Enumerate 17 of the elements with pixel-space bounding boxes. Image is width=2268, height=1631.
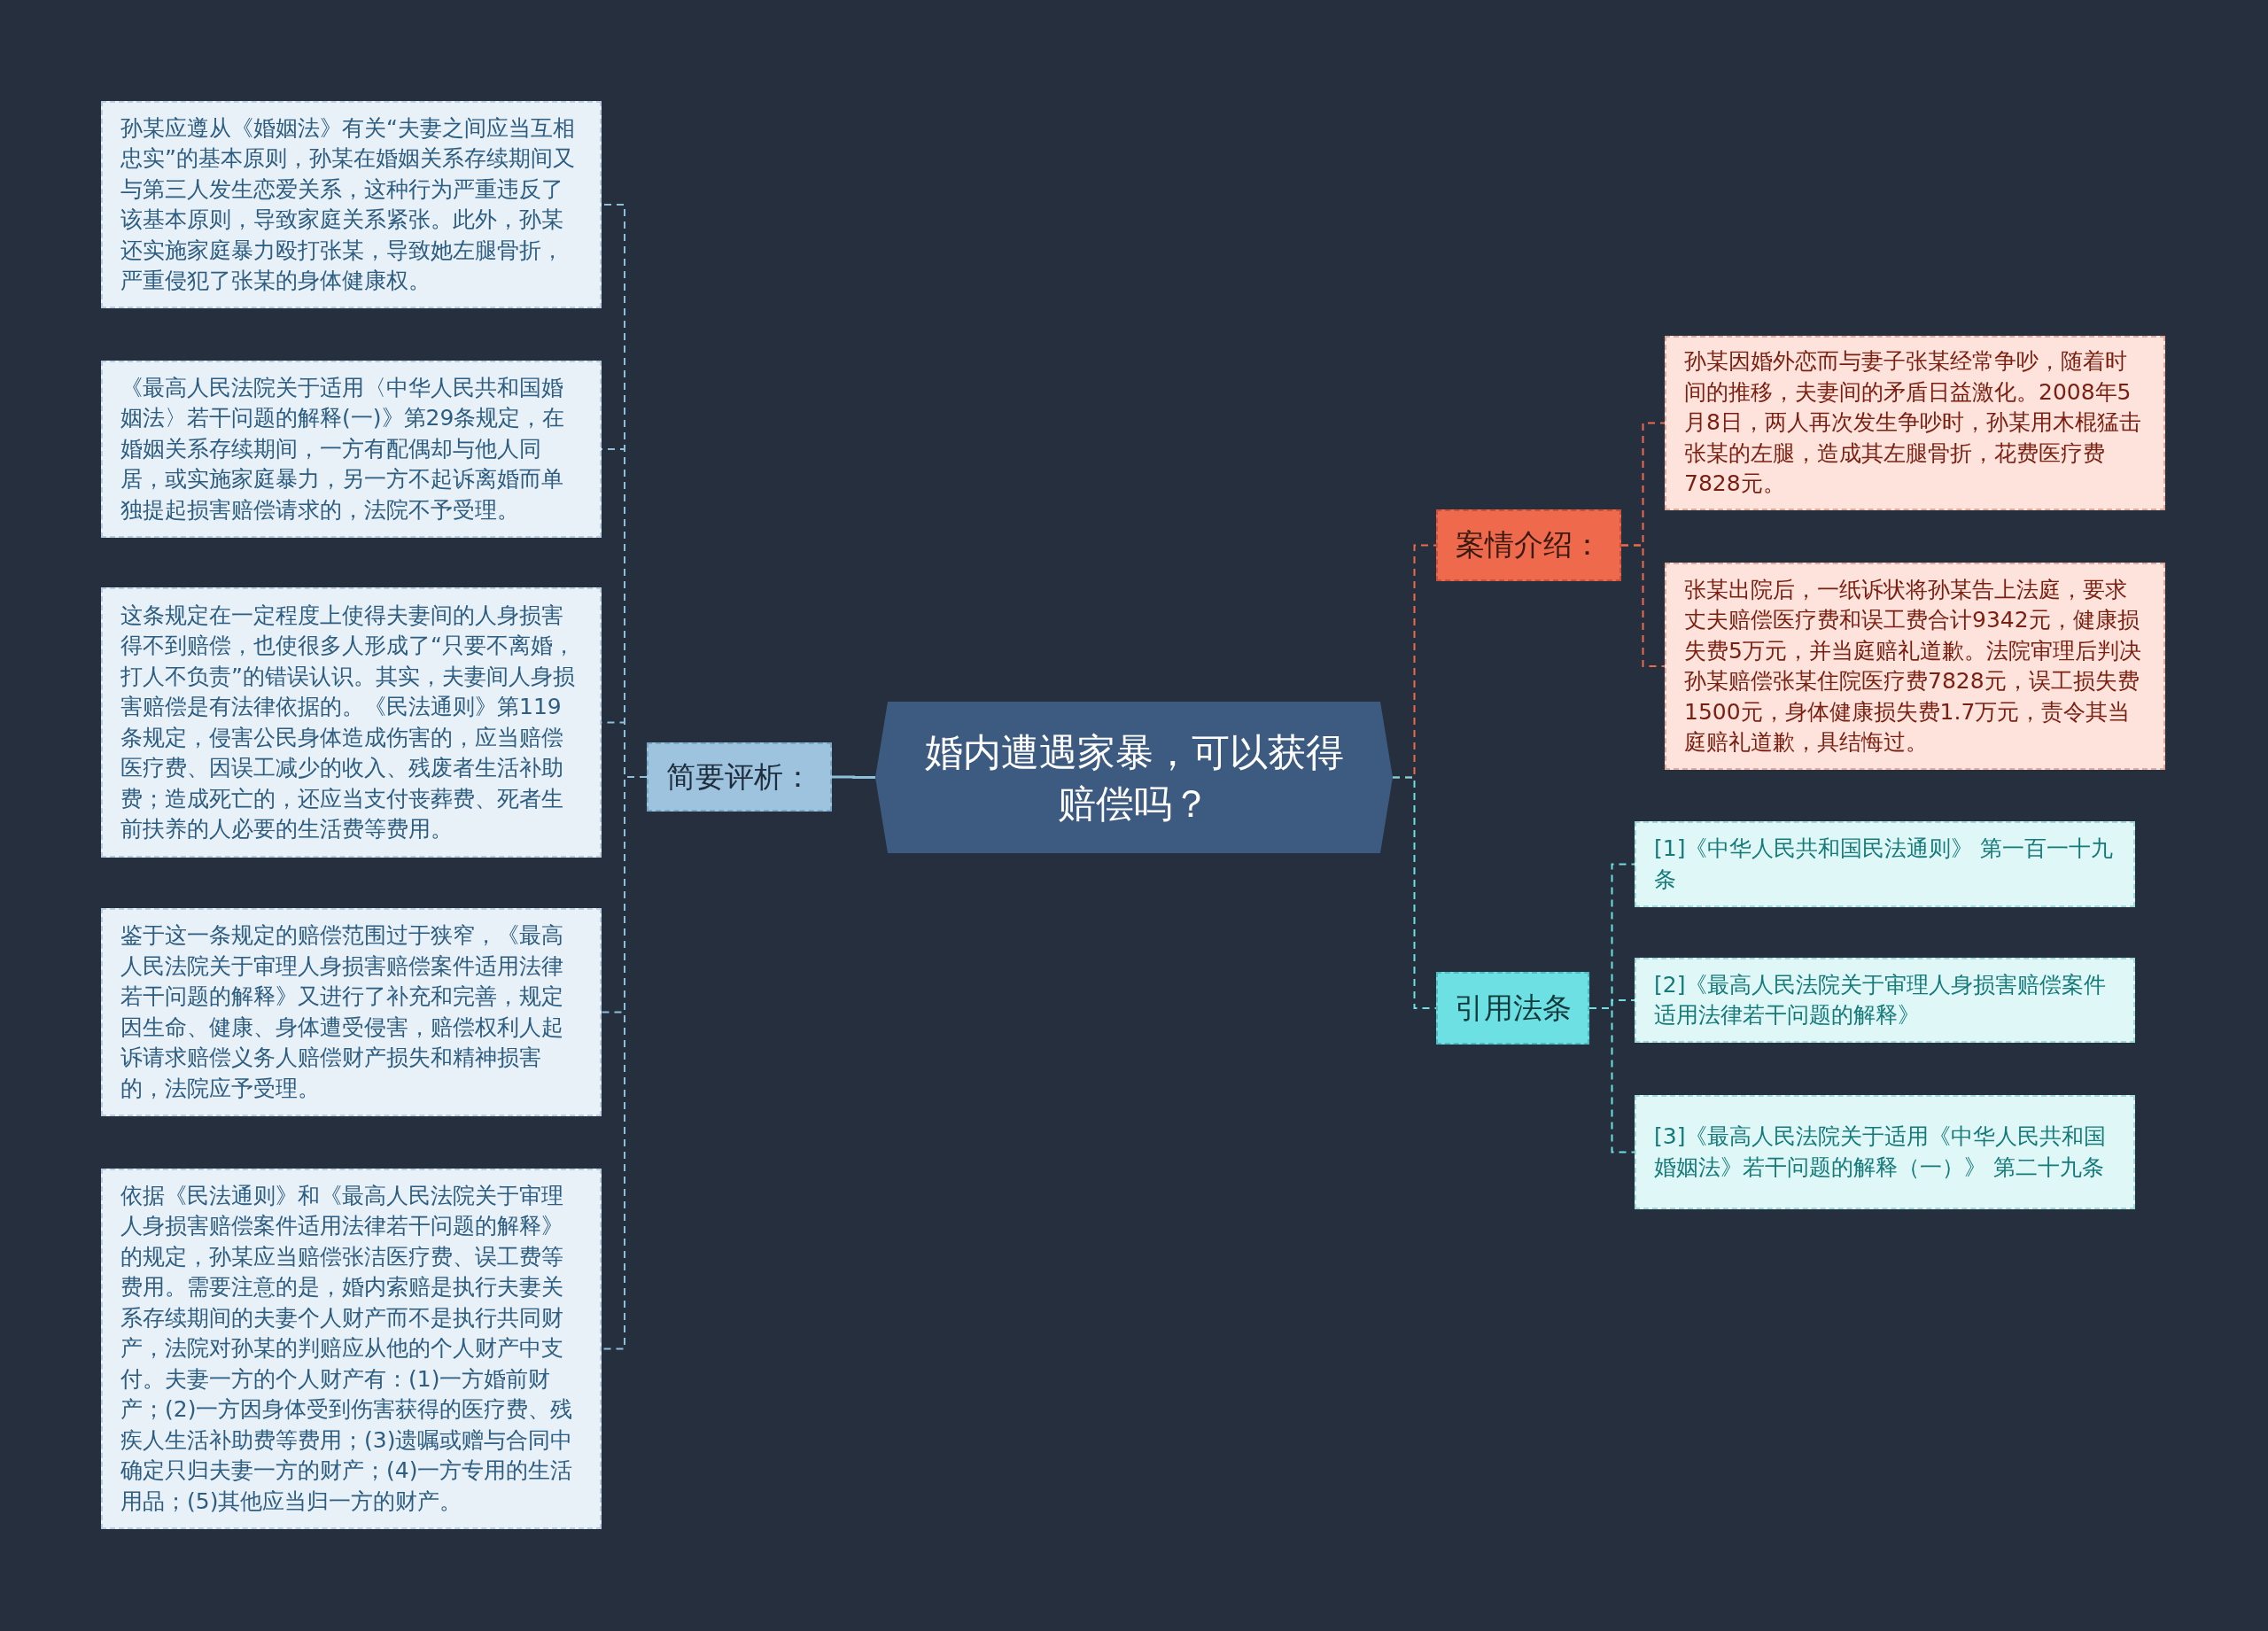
connector-line — [1588, 1007, 1635, 1153]
text-box: [3]《最高人民法院关于适用《中华人民共和国婚姻法》若干问题的解释（一）》 第二十九条 — [1635, 1095, 2135, 1209]
connector-line — [1620, 544, 1666, 667]
text-box: [1]《中华人民共和国民法通则》 第一百一十九条 — [1635, 821, 2135, 907]
text-box: 依据《民法通则》和《最高人民法院关于审理人身损害赔偿案件适用法律若干问题的解释》的规定，孙某应当赔偿张洁医疗费、误工费等费用。需要注意的是，婚内索赔是执行夫妻关系存续期间的夫妻个人财产而不是执行共同财产，法院对孙某的判赔应从他的个人财产中支付。夫妻一方的个人财产有：(1)一方婚前财产；(2)一方因身体受到伤害获得的医疗费、残疾人生活补助费等费用；(3)遗嘱或赠与合同中确定只归夫妻一方的财产；(4)一方专用的生活用品；(5)其他应当归一方的财产。 — [101, 1169, 602, 1529]
branch-box: 简要评析： — [647, 742, 832, 812]
text-box: 张某出院后，一纸诉状将孙某告上法庭，要求丈夫赔偿医疗费和误工费合计9342元，健康损失费5万元，并当庭赔礼道歉。法院审理后判决孙某赔偿张某住院医疗费7828元，误工损失费1500元，身体健康损失费1.7万元，责令其当庭赔礼道歉，具结悔过。 — [1665, 563, 2165, 770]
text-box: [2]《最高人民法院关于审理人身损害赔偿案件适用法律若干问题的解释》 — [1635, 958, 2135, 1043]
text-box: 这条规定在一定程度上使得夫妻间的人身损害得不到赔偿，也使很多人形成了“只要不离婚，打人不负责”的错误认识。其实，夫妻间人身损害赔偿是有法律依据的。《民法通则》第119条规定，侵害公民身体造成伤害的，应当赔偿医疗费、因误工减少的收入、残废者生活补助费；造成死亡的，还应当支付丧葬费、死者生前扶养的人必要的生活费等费用。 — [101, 587, 602, 858]
text-box: 《最高人民法院关于适用〈中华人民共和国婚姻法〉若干问题的解释(一)》第29条规定，在婚姻关系存续期间，一方有配偶却与他人同居，或实施家庭暴力，另一方不起诉离婚而单独提起损害赔偿请求的，法院不予受理。 — [101, 361, 602, 538]
text-box: 孙某因婚外恋而与妻子张某经常争吵，随着时间的推移，夫妻间的矛盾日益激化。2008年5月8日，两人再次发生争吵时，孙某用木棍猛击张某的左腿，造成其左腿骨折，花费医疗费7828元。 — [1665, 336, 2165, 510]
branch-box: 引用法条 — [1436, 972, 1589, 1045]
connector-line — [1392, 776, 1437, 1009]
connector-line — [832, 775, 875, 779]
branch-box: 案情介绍： — [1436, 509, 1621, 581]
text-box: 孙某应遵从《婚姻法》有关“夫妻之间应当互相忠实”的基本原则，孙某在婚姻关系存续期间又与第三人发生恋爱关系，这种行为严重违反了该基本原则，导致家庭关系紧张。此外，孙某还实施家庭暴力殴打张某，导致她左腿骨折，严重侵犯了张某的身体健康权。 — [101, 101, 602, 308]
text-box: 鉴于这一条规定的赔偿范围过于狭窄，《最高人民法院关于审理人身损害赔偿案件适用法律若干问题的解释》又进行了补充和完善，规定因生命、健康、身体遭受侵害，赔偿权利人起诉请求赔偿义务人赔偿财产损失和精神损害的，法院应予受理。 — [101, 908, 602, 1116]
